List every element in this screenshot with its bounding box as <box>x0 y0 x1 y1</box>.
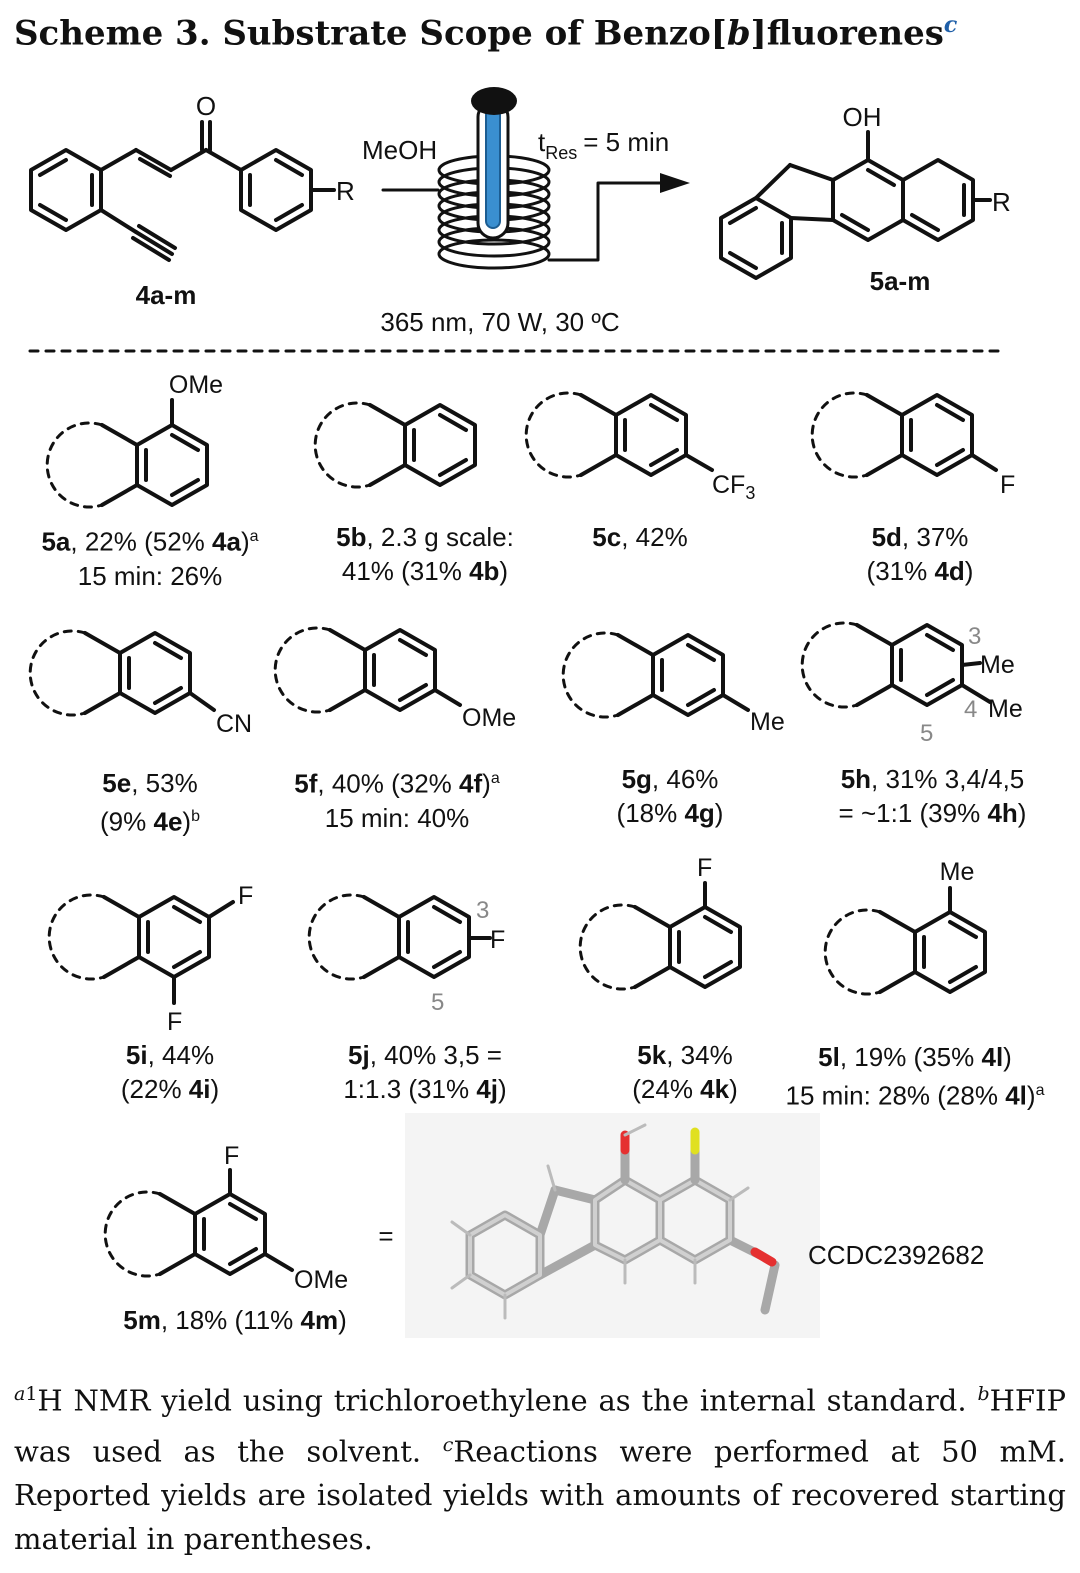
sm-r-label: R <box>336 176 355 206</box>
product-structure <box>719 130 992 280</box>
starting-material-structure <box>29 120 336 262</box>
lamp-cap <box>471 87 517 115</box>
5d-f-label: F <box>1000 471 1015 499</box>
5h-me1-label: Me <box>980 651 1015 679</box>
footnote-a-isotope: 1 <box>25 1383 38 1405</box>
5e-cn-label: CN <box>216 710 252 738</box>
entry-5i-label: 5i, 44%(22% 4i) <box>120 1040 220 1104</box>
5h-pos3-label: 3 <box>968 623 981 650</box>
entry-5e-label: 5e, 53%(9% 4e)b <box>100 768 200 837</box>
footnote-b-text: HFIP was used as the solvent. <box>14 1383 1067 1469</box>
structure-5k <box>578 881 742 991</box>
footnote-b-mark: b <box>977 1383 990 1405</box>
entry-5h-label: 5h, 31% 3,4/4,5= ~1:1 (39% 4h) <box>838 764 1027 828</box>
ccdc-label: CCDC2392682 <box>808 1240 984 1270</box>
structure-5e <box>28 629 216 717</box>
residence-time-label: tRes= 5 min <box>538 127 669 163</box>
5l-me-label: Me <box>940 858 975 886</box>
5a-ome-label: OMe <box>169 371 223 399</box>
5h-pos4-label: 4 <box>964 696 977 723</box>
structure-5g <box>561 631 750 719</box>
5f-ome-label: OMe <box>462 704 516 732</box>
footnote-a-mark: a <box>14 1383 26 1405</box>
5j-f-label: F <box>490 926 505 954</box>
footnote-c-mark: c <box>442 1433 454 1456</box>
entry-5l-label: 5l, 19% (35% 4l)15 min: 28% (28% 4l)a <box>785 1042 1045 1111</box>
5c-cf3-label: CF3 <box>712 471 755 503</box>
structure-5d <box>810 391 998 479</box>
structure-5c <box>524 391 714 479</box>
entry-5m-label: 5m, 18% (11% 4m) <box>123 1305 347 1335</box>
reaction-arrow-head <box>660 173 690 193</box>
title-footnote-mark: c <box>943 12 958 38</box>
entry-5k-label: 5k, 34%(24% 4k) <box>632 1040 738 1104</box>
footnote-c-text: Reactions were performed at 50 mM. Repor… <box>14 1434 1067 1557</box>
flow-photoreactor: MeOH tRes= 5 min 365 nm, 70 W, 30 ºC <box>362 87 690 337</box>
footnote-a-text: H NMR yield using trichloroethylene as t… <box>37 1383 967 1418</box>
ketone-oxygen-label: O <box>196 91 216 121</box>
product-compound-label: 5a-m <box>870 266 931 296</box>
title-italic: b <box>726 13 751 54</box>
5i-f2-label: F <box>167 1008 182 1036</box>
scheme-footnotes: a1H NMR yield using trichloroethylene as… <box>14 1372 1066 1561</box>
5h-me2-label: Me <box>988 695 1023 723</box>
product-oh-label: OH <box>843 102 882 132</box>
entry-5c-label: 5c, 42% <box>592 522 688 552</box>
5m-f-label: F <box>224 1142 239 1170</box>
structure-5b <box>313 401 477 489</box>
crystal-structure-image <box>405 1113 820 1338</box>
5j-pos3-label: 3 <box>476 897 489 924</box>
title-suffix: ]fluorenes <box>750 13 944 54</box>
structure-5j <box>307 893 492 981</box>
scheme-drawing: O R 4a-m MeOH tRes= 5 min 365 nm, 70 W, … <box>28 87 1023 1338</box>
scheme-title: Scheme 3. Substrate Scope of Benzo[b]flu… <box>14 12 957 53</box>
crystal-equals: = <box>378 1221 393 1251</box>
product-r-label: R <box>992 187 1011 217</box>
entry-5d-label: 5d, 37%(31% 4d) <box>866 522 974 586</box>
crystal-oxygen-2 <box>750 1247 777 1267</box>
reagent-label: MeOH <box>362 135 437 165</box>
entry-5g-label: 5g, 46%(18% 4g) <box>616 764 724 828</box>
structure-5l <box>823 886 987 996</box>
title-text: Scheme 3. Substrate Scope of Benzo[ <box>14 13 727 54</box>
entry-5j-label: 5j, 40% 3,5 =1:1.3 (31% 4j) <box>343 1040 507 1104</box>
structure-5f <box>273 626 462 714</box>
structure-5m <box>103 1168 294 1278</box>
lamp-icon <box>485 107 501 229</box>
5h-pos5-label: 5 <box>920 720 933 747</box>
5i-f1-label: F <box>238 882 253 910</box>
5j-pos5-label: 5 <box>431 989 444 1016</box>
5k-f-label: F <box>697 854 712 882</box>
structure-5a <box>45 398 209 509</box>
entry-5b-label: 5b, 2.3 g scale:41% (31% 4b) <box>336 522 514 586</box>
5m-ome-label: OMe <box>294 1266 348 1294</box>
sm-compound-label: 4a-m <box>136 280 197 310</box>
structure-5i <box>47 893 235 1005</box>
5g-me-label: Me <box>750 708 785 736</box>
structure-5h <box>800 621 992 709</box>
conditions-label: 365 nm, 70 W, 30 ºC <box>380 307 619 337</box>
